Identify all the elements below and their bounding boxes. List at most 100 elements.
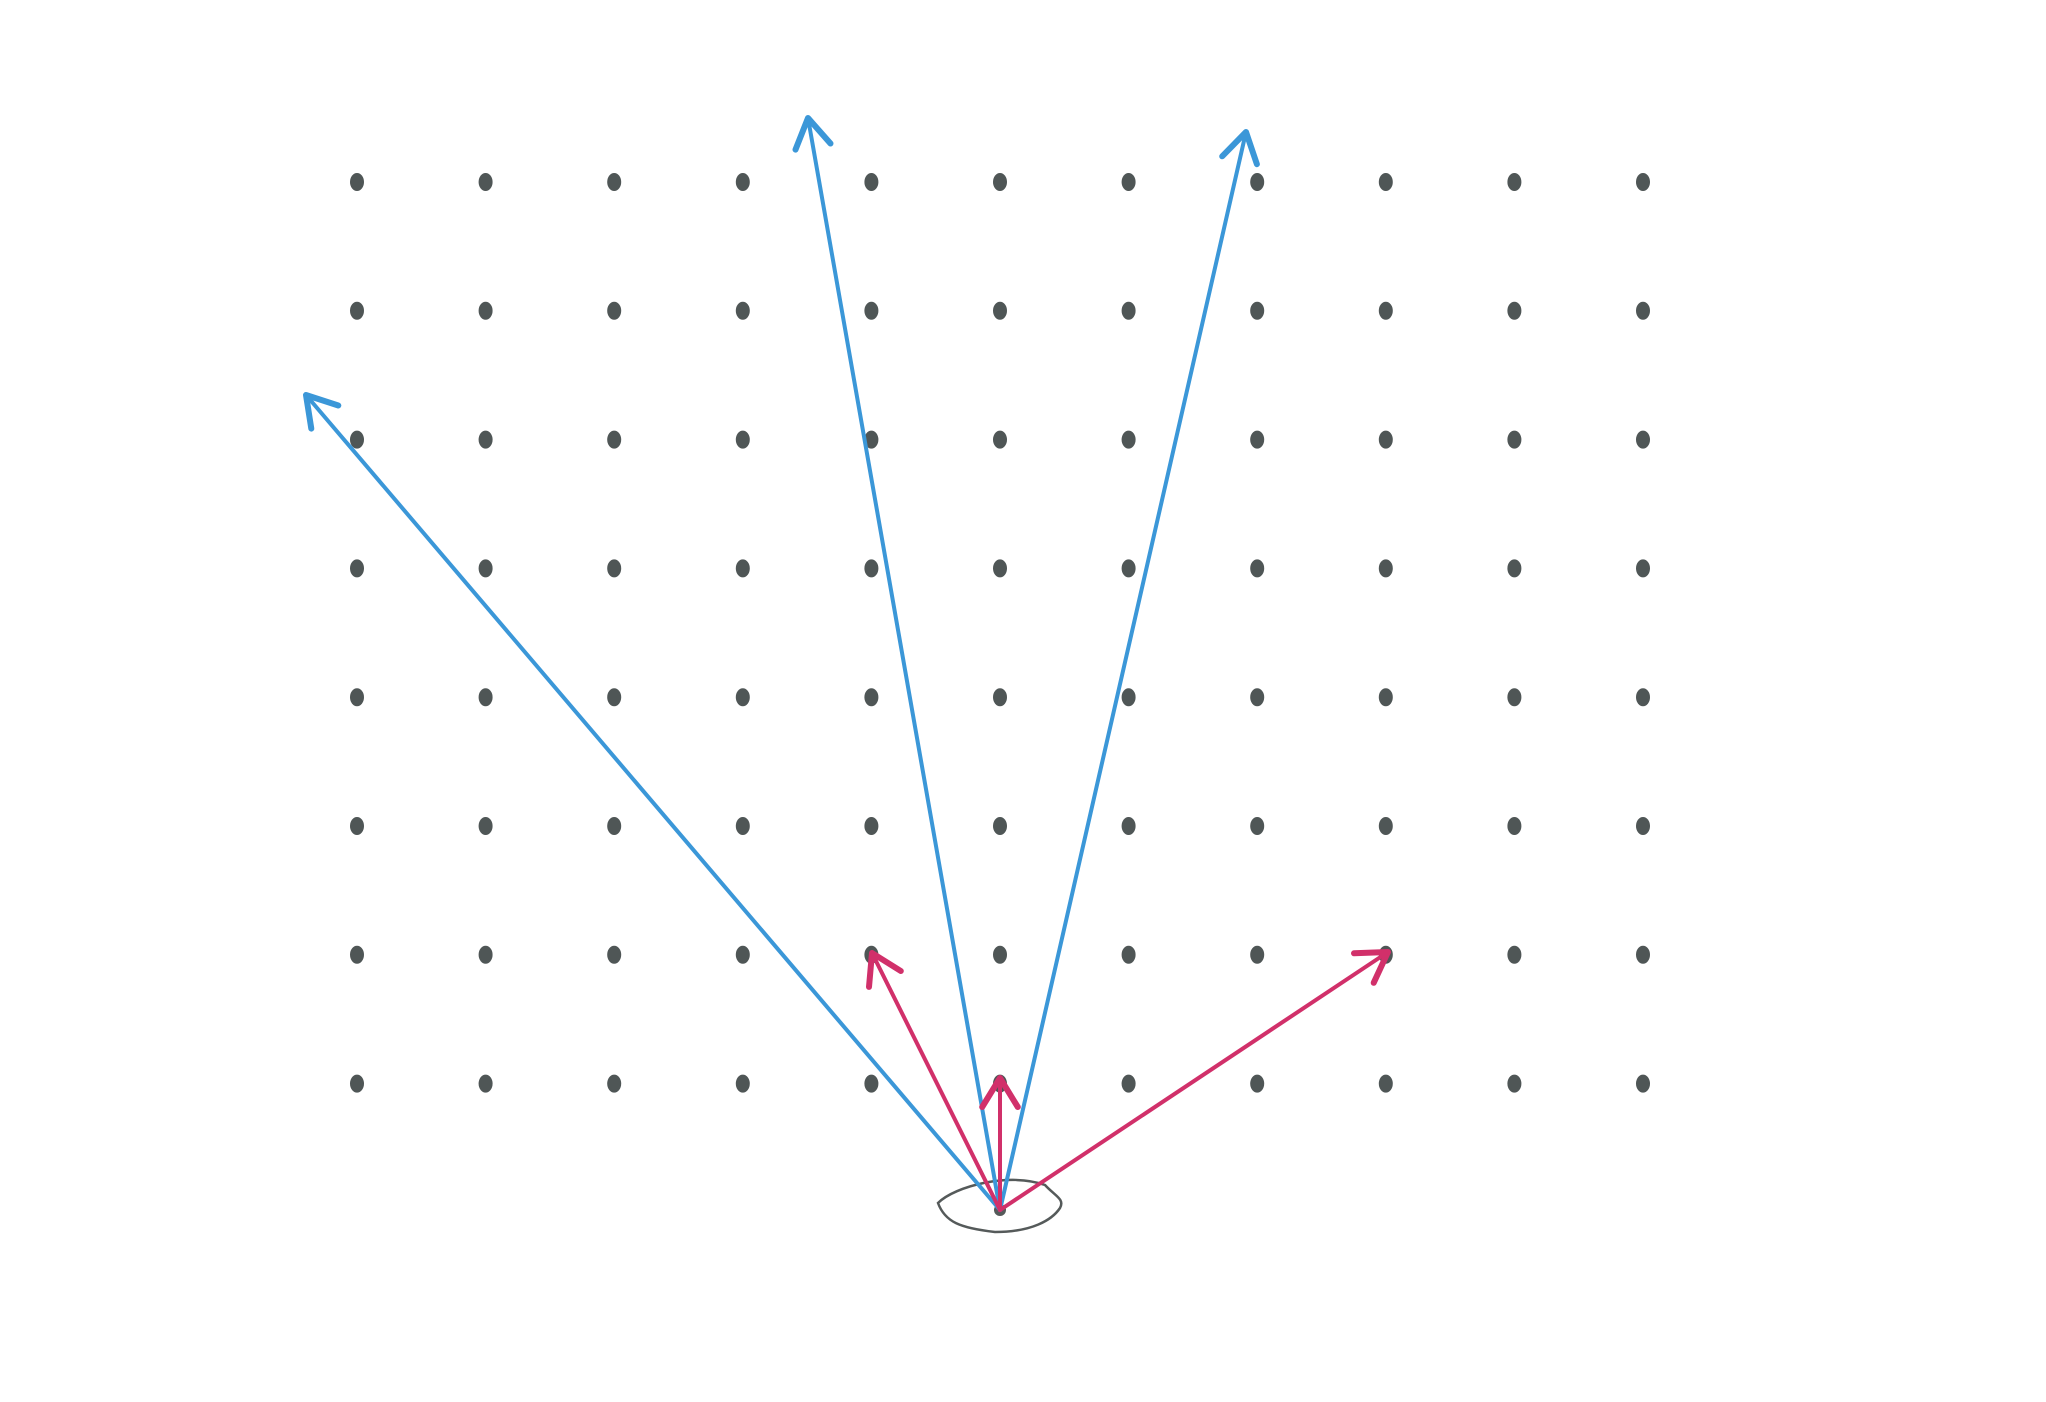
short-ray-arrow-3-head bbox=[1351, 949, 1391, 986]
grid-dot bbox=[1378, 173, 1393, 191]
grid-dot bbox=[607, 945, 622, 964]
long-ray-arrow-3 bbox=[998, 129, 1260, 1212]
grid-dot bbox=[1636, 559, 1650, 578]
grid-dot bbox=[1121, 430, 1136, 449]
grid-dot bbox=[735, 559, 750, 578]
grid-dot bbox=[993, 301, 1007, 320]
grid-dot bbox=[1378, 688, 1393, 707]
grid-dot bbox=[350, 430, 364, 449]
grid-dot bbox=[1507, 817, 1522, 835]
grid-dot bbox=[350, 301, 364, 320]
grid-dot bbox=[993, 430, 1007, 449]
grid-dot bbox=[607, 559, 622, 578]
long-ray-arrow-2-head bbox=[792, 115, 834, 153]
grid-dot bbox=[993, 945, 1007, 964]
grid-dot bbox=[1121, 945, 1136, 964]
grid-dot bbox=[864, 430, 879, 449]
grid-dot bbox=[993, 559, 1007, 578]
grid-dot bbox=[1636, 173, 1650, 191]
grid-dot bbox=[478, 173, 493, 191]
grid-dot bbox=[735, 173, 750, 191]
grid-dot bbox=[864, 817, 879, 835]
grid-dot bbox=[735, 1074, 750, 1093]
long-ray-arrow-2-shaft bbox=[806, 116, 1002, 1212]
grid-dot bbox=[735, 817, 750, 835]
long-ray-arrow-1-head bbox=[303, 392, 342, 432]
grid-dot bbox=[1250, 301, 1265, 320]
grid-dot bbox=[1378, 1074, 1393, 1093]
grid-dot bbox=[735, 945, 750, 964]
grid-dot bbox=[1121, 559, 1136, 578]
grid-dot bbox=[350, 945, 364, 964]
grid-dot bbox=[478, 559, 493, 578]
grid-dot bbox=[1250, 945, 1265, 964]
long-ray-arrow-3-shaft bbox=[998, 130, 1248, 1212]
short-ray-arrow-1-shaft bbox=[870, 951, 1002, 1212]
grid-dot bbox=[1507, 430, 1522, 449]
grid-dot bbox=[1507, 173, 1522, 191]
grid-dot bbox=[1378, 430, 1393, 449]
grid-dot bbox=[1636, 945, 1650, 964]
grid-dot bbox=[1121, 1074, 1136, 1093]
short-ray-arrow-2-head bbox=[979, 1075, 1021, 1110]
grid-dot bbox=[864, 559, 879, 578]
short-ray-arrow-2 bbox=[979, 1075, 1021, 1212]
grid-dot bbox=[350, 688, 364, 707]
grid-dot bbox=[1121, 688, 1136, 707]
grid-dot bbox=[1507, 688, 1522, 707]
grid-dot bbox=[1121, 817, 1136, 835]
grid-dot bbox=[1507, 559, 1522, 578]
grid-dot bbox=[350, 1074, 364, 1093]
grid-dot bbox=[1507, 1074, 1522, 1093]
grid-dot bbox=[1121, 173, 1136, 191]
grid-dot bbox=[607, 301, 622, 320]
grid-dot bbox=[607, 430, 622, 449]
grid-dot bbox=[1636, 301, 1650, 320]
grid-dot bbox=[1507, 945, 1522, 964]
grid-dot bbox=[735, 301, 750, 320]
grid-dot bbox=[478, 301, 493, 320]
grid-dot bbox=[478, 688, 493, 707]
grid-dot bbox=[478, 430, 493, 449]
grid-dot bbox=[864, 301, 879, 320]
grid-dot bbox=[1250, 173, 1265, 191]
grid-dot bbox=[735, 688, 750, 707]
grid-dot bbox=[1250, 817, 1265, 835]
grid-dot bbox=[607, 173, 622, 191]
grid-dot bbox=[993, 688, 1007, 707]
grid-dot bbox=[1636, 1074, 1650, 1093]
grid-dot bbox=[350, 559, 364, 578]
grid-dot bbox=[607, 817, 622, 835]
grid-dot bbox=[1250, 430, 1265, 449]
grid-dot bbox=[735, 430, 750, 449]
grid-dot bbox=[1378, 301, 1393, 320]
grid-dot bbox=[1250, 559, 1265, 578]
long-ray-arrow-1-shaft bbox=[304, 393, 1002, 1212]
grid-dot bbox=[478, 1074, 493, 1093]
grid-dot bbox=[864, 1074, 879, 1093]
grid-dot bbox=[1121, 301, 1136, 320]
grid-dot bbox=[1250, 688, 1265, 707]
grid-dot bbox=[993, 817, 1007, 835]
grid-dot bbox=[607, 688, 622, 707]
grid-dot bbox=[478, 817, 493, 835]
grid-dot bbox=[607, 1074, 622, 1093]
short-ray-arrow-1 bbox=[866, 950, 1002, 1212]
grid-dot bbox=[350, 173, 364, 191]
grid-dot bbox=[1250, 1074, 1265, 1093]
short-ray-arrow-3-shaft bbox=[998, 950, 1390, 1212]
long-ray-arrow-3-head bbox=[1219, 129, 1260, 168]
long-ray-arrow-2 bbox=[792, 115, 1002, 1212]
grid-dot bbox=[1636, 430, 1650, 449]
grid-dot bbox=[864, 173, 879, 191]
grid-dot bbox=[478, 945, 493, 964]
grid-dot bbox=[1507, 301, 1522, 320]
grid-dot bbox=[864, 688, 879, 707]
grid-dot bbox=[993, 173, 1007, 191]
long-ray-arrow-1 bbox=[303, 392, 1002, 1212]
short-ray-arrow-3 bbox=[998, 949, 1391, 1212]
grid-dot bbox=[1636, 688, 1650, 707]
grid-dot bbox=[1636, 817, 1650, 835]
short-ray-arrow-1-head bbox=[866, 950, 904, 990]
